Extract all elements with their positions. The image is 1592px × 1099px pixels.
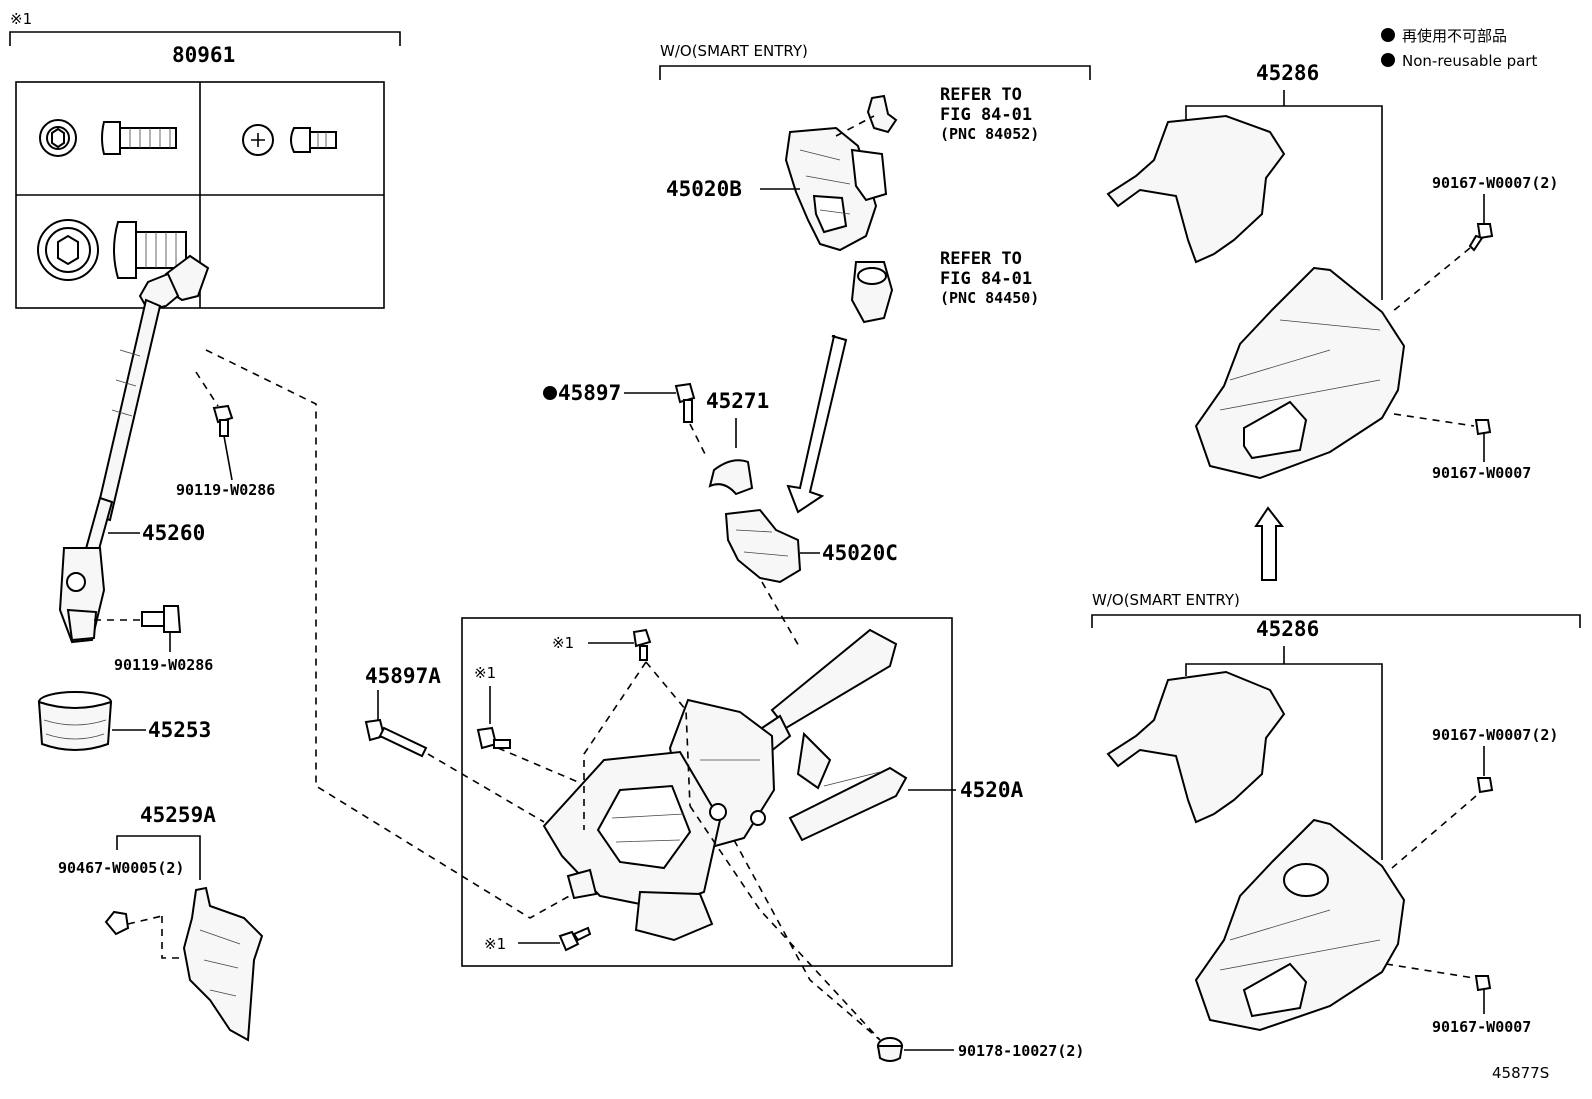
up-arrow-icon <box>1254 506 1285 581</box>
large-hex-bolt-icon <box>37 219 187 281</box>
figure-code: 45877S <box>1492 1064 1549 1082</box>
label-45020C[interactable]: 45020C <box>822 541 898 565</box>
label-45897A[interactable]: 45897A <box>365 664 441 688</box>
ref2-line3[interactable]: (PNC 84450) <box>940 289 1039 307</box>
label-4520A[interactable]: 4520A <box>960 778 1024 802</box>
ref1-line3[interactable]: (PNC 84052) <box>940 125 1039 143</box>
bolt-mark-a[interactable] <box>632 628 652 661</box>
screw-90167-r1[interactable] <box>1474 419 1492 436</box>
bolt-mark-c[interactable] <box>558 926 592 952</box>
housing-45020C[interactable] <box>724 508 802 584</box>
label-wo-smart-right: W/O(SMART ENTRY) <box>1092 591 1240 609</box>
label-45259A[interactable]: 45259A <box>140 803 216 827</box>
upper-cover-45286-top[interactable] <box>1106 114 1286 264</box>
nut-90178[interactable] <box>876 1037 904 1062</box>
kit-80961-group: ※1 80961 <box>9 10 401 309</box>
kit-group-mark: ※1 <box>10 10 32 28</box>
legend-en: Non-reusable part <box>1402 52 1537 70</box>
screw-90167-br[interactable] <box>1476 777 1494 794</box>
label-90167-r2[interactable]: 90167-W0007 <box>1432 1018 1531 1036</box>
mark-b: ※1 <box>474 664 496 682</box>
ref1-line1[interactable]: REFER TO <box>940 85 1022 105</box>
ignition-cylinder-45020B[interactable] <box>784 126 888 252</box>
label-90167-br[interactable]: 90167-W0007(2) <box>1432 726 1558 744</box>
bolt-45897[interactable] <box>674 382 696 423</box>
lower-cover-45286-top[interactable] <box>1194 266 1406 480</box>
label-45286-top[interactable]: 45286 <box>1256 61 1319 85</box>
bolt-mark-b[interactable] <box>476 726 511 750</box>
phillips-screw-icon <box>242 124 337 156</box>
cover-45259A[interactable] <box>182 886 264 1042</box>
label-45020B[interactable]: 45020B <box>666 177 742 201</box>
ref2-line1[interactable]: REFER TO <box>940 249 1022 269</box>
direction-arrow-icon <box>786 335 848 514</box>
screw-90167-r2[interactable] <box>1474 975 1492 992</box>
clip-90467[interactable] <box>104 910 130 936</box>
ref1-line2[interactable]: FIG 84-01 <box>940 105 1032 125</box>
legend: 再使用不可部品 Non-reusable part <box>1381 27 1537 70</box>
bolt-90119-top[interactable] <box>212 404 234 437</box>
bolt-90119-bottom[interactable] <box>141 605 182 633</box>
legend-jp: 再使用不可部品 <box>1402 27 1507 45</box>
label-90167-tr[interactable]: 90167-W0007(2) <box>1432 174 1558 192</box>
steering-column-4520A[interactable] <box>542 628 908 942</box>
label-90167-r1[interactable]: 90167-W0007 <box>1432 464 1531 482</box>
kit-part-number[interactable]: 80961 <box>172 43 235 67</box>
mark-c: ※1 <box>484 935 506 953</box>
ref2-line2[interactable]: FIG 84-01 <box>940 269 1032 289</box>
label-45897[interactable]: 45897 <box>558 381 621 405</box>
lower-cover-45286-bottom[interactable] <box>1194 818 1406 1032</box>
label-90467[interactable]: 90467-W0005(2) <box>58 859 184 877</box>
screw-90167-tr[interactable] <box>1468 223 1494 252</box>
label-45253[interactable]: 45253 <box>148 718 211 742</box>
hex-bolt-icon <box>39 119 177 157</box>
label-45271[interactable]: 45271 <box>706 389 769 413</box>
bolt-45897A[interactable] <box>364 718 428 758</box>
intermediate-shaft-45260[interactable] <box>58 254 210 644</box>
label-45260[interactable]: 45260 <box>142 521 205 545</box>
upper-cover-45286-bottom[interactable] <box>1106 670 1286 824</box>
label-90119-top[interactable]: 90119-W0286 <box>176 481 275 499</box>
mark-a: ※1 <box>552 634 574 652</box>
label-90119-bottom[interactable]: 90119-W0286 <box>114 656 213 674</box>
switch-ref-84450[interactable] <box>850 261 894 324</box>
label-90178[interactable]: 90178-10027(2) <box>958 1042 1084 1060</box>
spacer-45271[interactable] <box>708 459 754 496</box>
label-wo-smart-top: W/O(SMART ENTRY) <box>660 42 808 60</box>
label-45286-bottom[interactable]: 45286 <box>1256 617 1319 641</box>
dust-seal-45253[interactable] <box>37 691 113 751</box>
sensor-ref-84052[interactable] <box>866 94 898 134</box>
